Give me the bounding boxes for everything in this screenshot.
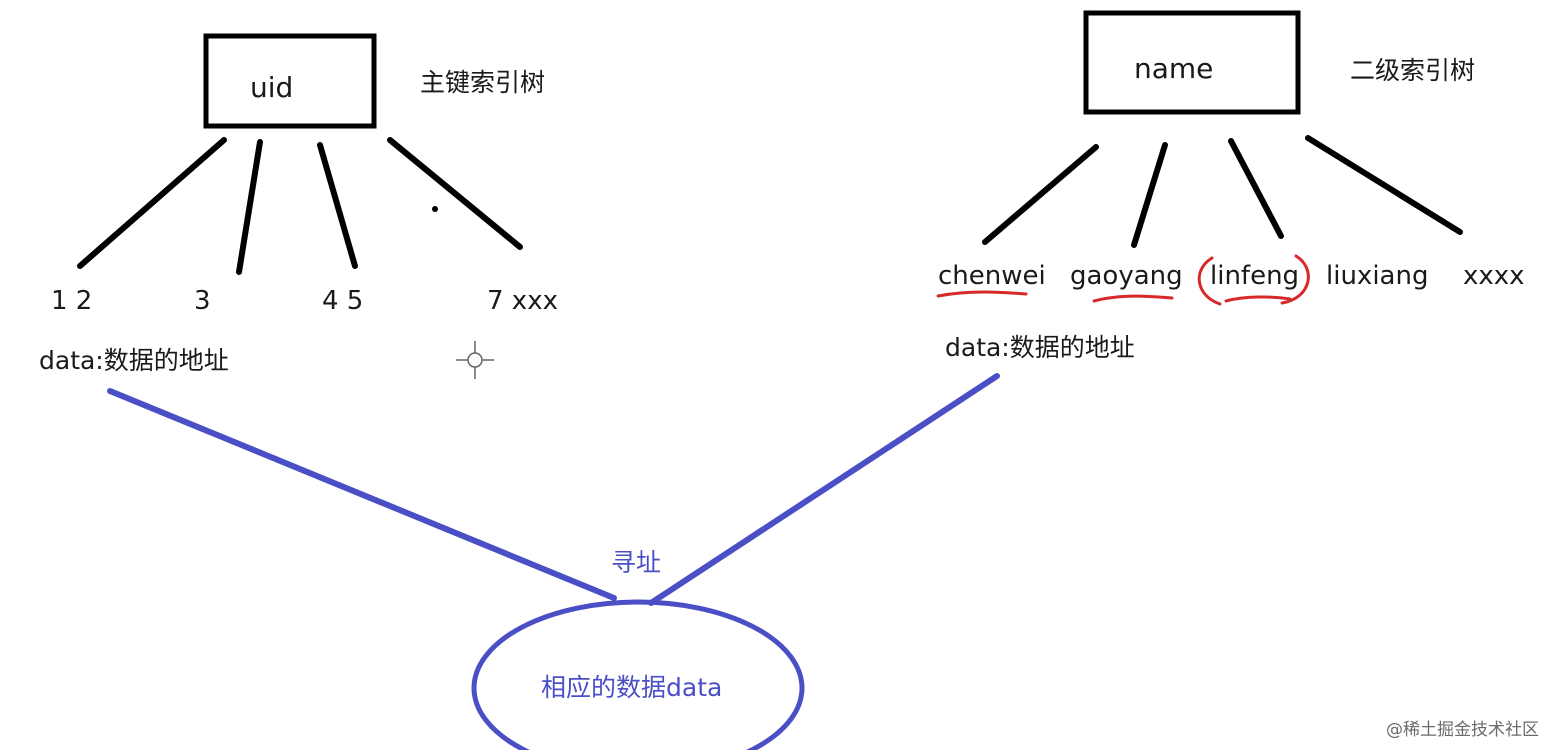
underline-gaoyang [1092,294,1174,303]
primary-branch-4 [387,137,523,250]
target-data-label: 相应的数据data [541,673,723,702]
left-paren-linfeng [1197,256,1222,306]
secondary-data-label: data:数据的地址 [945,333,1135,362]
secondary-branch-4 [1305,135,1463,235]
crosshair-icon [456,341,494,379]
secondary-key: gaoyang [1070,261,1183,291]
primary-root-label: uid [250,71,294,104]
lookup-label: 寻址 [611,548,662,577]
primary-key: 3 [194,286,211,316]
primary-branch-3 [317,142,358,269]
watermark: @稀土掘金技术社区 [1386,720,1539,740]
primary-address-link [107,388,617,601]
secondary-branch-2 [1131,142,1168,248]
secondary-key: xxxx [1463,261,1525,291]
secondary-key: chenwei [938,261,1046,291]
right-paren-linfeng [1280,254,1310,305]
secondary-root-label: name [1134,52,1214,85]
primary-key: 4 5 [322,286,364,316]
target-data-ellipse [471,599,805,750]
secondary-tree-title: 二级索引树 [1350,56,1476,85]
secondary-root-box [1083,10,1301,115]
secondary-branch-3 [1228,138,1284,239]
primary-branch-1 [77,137,227,269]
primary-key: 7 xxx [487,286,558,316]
secondary-address-link [648,373,1000,606]
secondary-key: linfeng [1210,261,1300,291]
underline-chenwei [936,290,1028,298]
secondary-branch-1 [982,144,1099,245]
primary-data-label: data:数据的地址 [39,346,229,375]
primary-key: 1 2 [51,286,93,316]
secondary-key: liuxiang [1326,261,1429,291]
primary-tree-title: 主键索引树 [420,68,546,97]
underline-linfeng [1224,295,1292,303]
primary-branch-2 [236,139,263,275]
primary-root-box [203,33,377,129]
stray-dot [432,206,438,212]
